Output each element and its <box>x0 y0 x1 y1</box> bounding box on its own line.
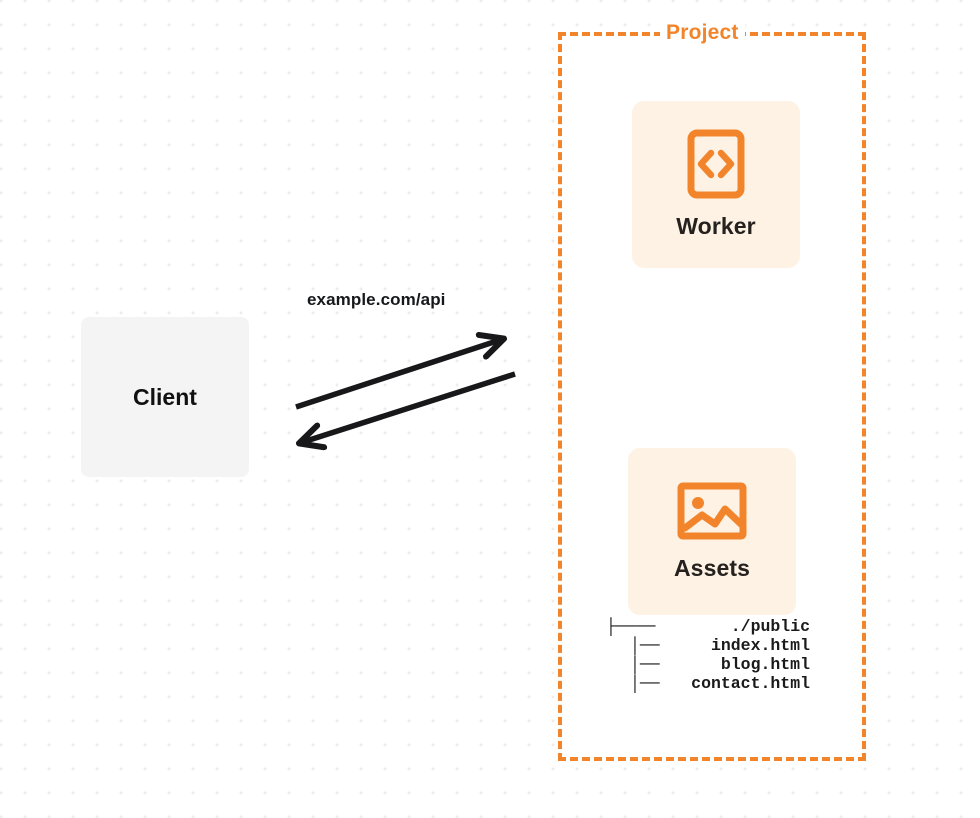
tree-row: ├──── ./public <box>600 617 810 636</box>
assets-node-label: Assets <box>673 555 751 581</box>
tree-row: │── index.html <box>600 636 810 655</box>
tree-branch-glyph: │── <box>630 655 660 674</box>
tree-item-name: blog.html <box>720 655 810 674</box>
image-picture-icon <box>677 481 747 541</box>
worker-node[interactable]: Worker <box>632 101 800 268</box>
edge-label-api-url: example.com/api <box>307 290 446 309</box>
project-group-label: Project <box>660 20 745 46</box>
tree-branch-glyph: │── <box>630 674 660 693</box>
tree-branch-glyph: │── <box>630 636 660 655</box>
arrow-project-to-client <box>300 371 516 443</box>
tree-item-name: contact.html <box>691 674 810 693</box>
tree-row: │── contact.html <box>600 674 810 693</box>
tree-item-name: index.html <box>710 636 810 655</box>
client-node[interactable]: Client <box>81 317 249 477</box>
tree-item-name: ./public <box>730 617 810 636</box>
client-node-label: Client <box>133 383 197 410</box>
tree-branch-glyph: ├──── <box>606 617 656 636</box>
worker-node-label: Worker <box>676 213 756 239</box>
code-brackets-icon <box>687 129 745 199</box>
tree-row: │── blog.html <box>600 655 810 674</box>
public-directory-tree: ├──── ./public │── index.html │── blog.h… <box>600 617 810 693</box>
arrow-client-to-project <box>295 339 503 410</box>
assets-node[interactable]: Assets <box>628 448 796 615</box>
